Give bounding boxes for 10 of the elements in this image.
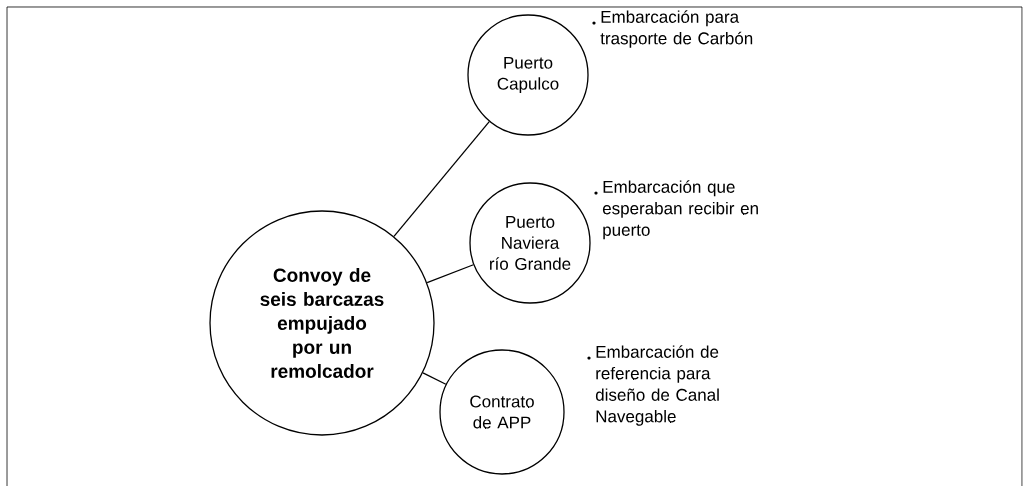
bullet-text: Embarcación para trasporte de Carbón xyxy=(600,10,753,48)
circle-node: Puerto Capulco xyxy=(467,14,589,136)
connector-line xyxy=(393,121,490,237)
circle-node: Puerto Naviera río Grande xyxy=(469,182,591,304)
circle-node: Contrato de APP xyxy=(439,349,565,475)
connector-line xyxy=(426,264,475,284)
bullet-text: Embarcación que esperaban recibir en puerto xyxy=(602,180,758,240)
connector-line xyxy=(422,372,447,385)
circle-node: Convoy de seis barcazas empujado por un remolcador xyxy=(209,210,435,436)
bullet-text: Embarcación de referencia para diseño de Canal Navegable xyxy=(595,345,719,426)
